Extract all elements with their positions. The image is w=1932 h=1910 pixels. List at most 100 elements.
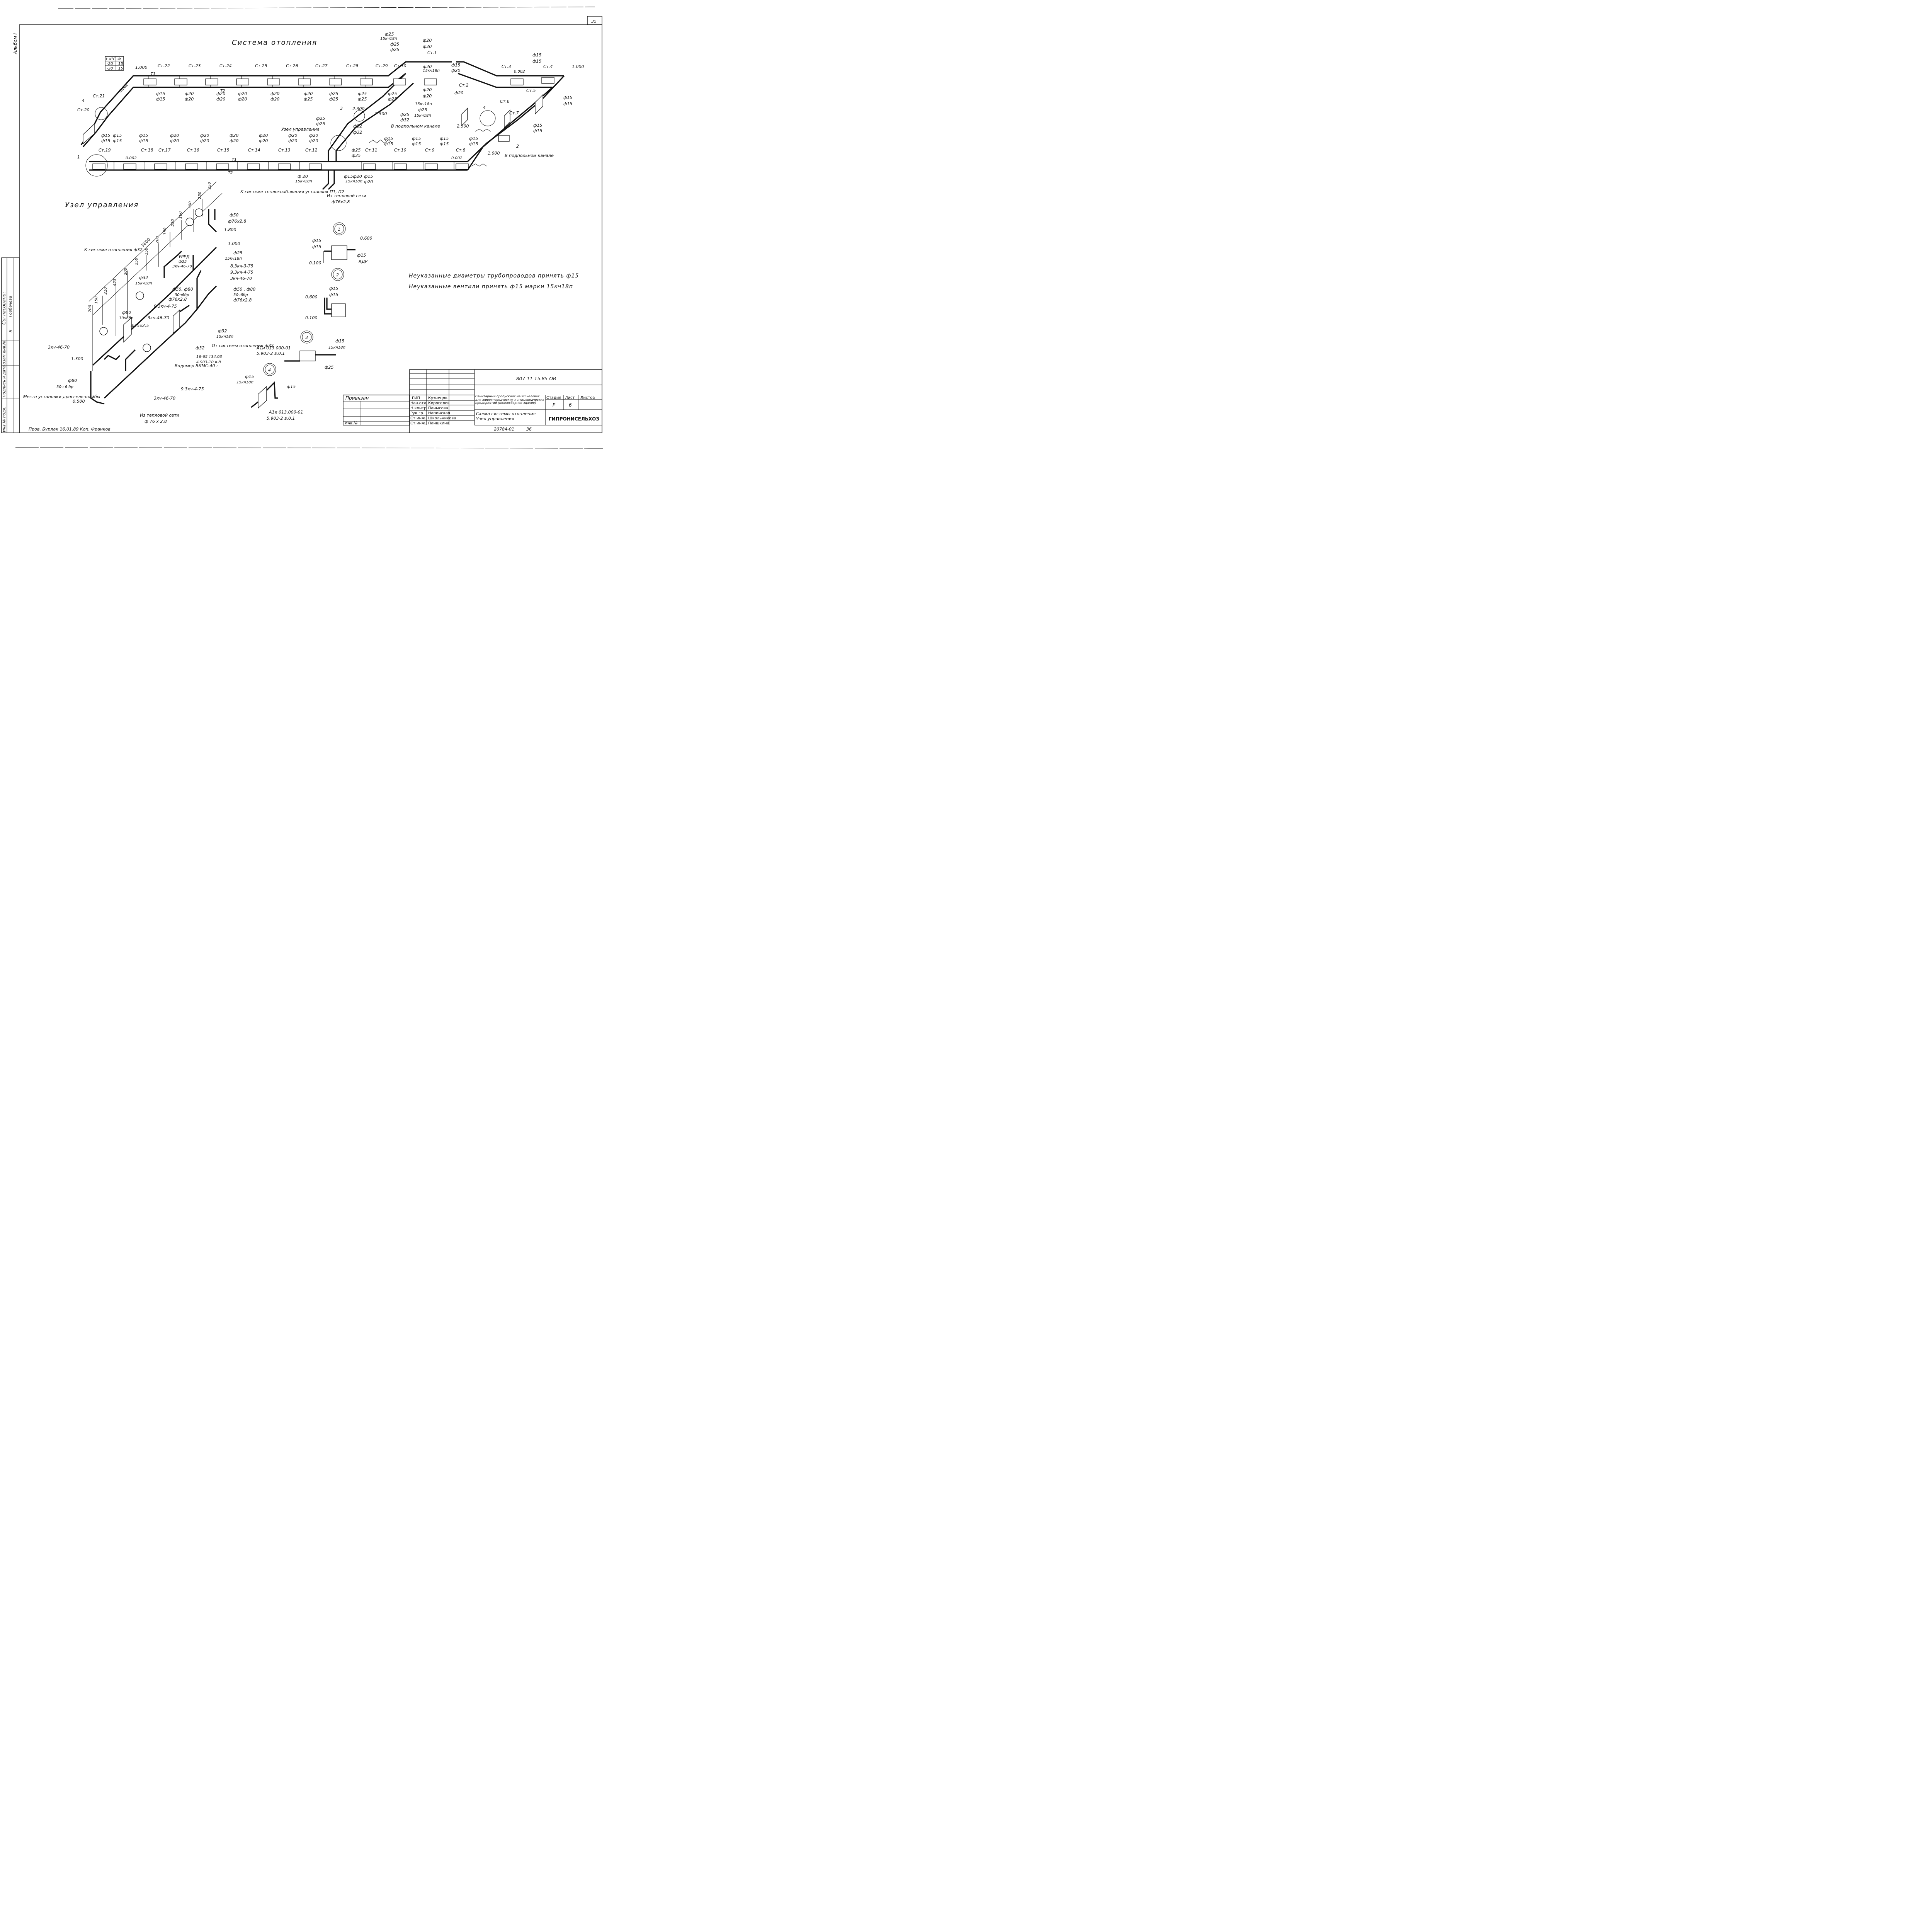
title-control-unit: Узел управления bbox=[65, 201, 139, 209]
detail-1-d1: ф15 bbox=[312, 238, 321, 243]
callout-4b: 4 bbox=[483, 105, 486, 110]
v-top-17: ф15 bbox=[532, 53, 541, 58]
dim-7: 200 bbox=[155, 236, 160, 243]
v-top-8: ф20 bbox=[423, 64, 432, 69]
from-network: Из тепловой сети bbox=[327, 193, 366, 198]
d-bot-4a: ф20 bbox=[170, 133, 179, 138]
d-r-4b: ф15 bbox=[469, 141, 478, 146]
control-unit-labels: К системе теплоснаб-жения установок П1, … bbox=[23, 182, 344, 424]
riser-st16: Ст.16 bbox=[187, 148, 199, 153]
riser-st10: Ст.10 bbox=[394, 148, 406, 153]
tb-sheets-head: Листов bbox=[580, 396, 595, 400]
u-lbl-20: 30ч6бр bbox=[119, 316, 134, 320]
tb-name-6: Паншкина bbox=[428, 421, 449, 426]
slope-1: 0.002 bbox=[118, 83, 129, 94]
d-mid-6: ф25 bbox=[352, 153, 361, 158]
detail-1-elev-top: 0.600 bbox=[360, 236, 372, 241]
d-top-7a: ф25 bbox=[329, 91, 338, 96]
mark-t2: Т2 bbox=[220, 89, 225, 93]
d-r-1b: ф15 bbox=[384, 141, 393, 146]
d-bot-9a: ф20 bbox=[309, 133, 318, 138]
d-bot-5a: ф20 bbox=[200, 133, 209, 138]
detail-1-d2: ф15 bbox=[312, 244, 321, 249]
d-top-5b: ф20 bbox=[270, 97, 279, 102]
u-lbl-32: 30ч 6 бр bbox=[56, 385, 73, 389]
outer-frame bbox=[19, 24, 602, 433]
tb-privyazan: Привязан bbox=[345, 395, 369, 401]
signature-line: Пров. Бурлак 16.01.89 Коп. Франков bbox=[29, 427, 111, 432]
dim-11: 423 bbox=[113, 279, 117, 286]
tb-stage-head: Стадия bbox=[546, 396, 561, 400]
callout-circle-4a bbox=[95, 107, 108, 120]
heating-labels: Ст.22 Ст.23 Ст.24 Ст.25 Ст.26 Ст.27 Ст.2… bbox=[77, 32, 584, 204]
elev-2300: 2.300 bbox=[352, 106, 365, 111]
unit-label-heating: Узел управления bbox=[281, 127, 320, 132]
u-lbl-18: 9.3кч-4-75 bbox=[154, 304, 177, 309]
d-bot-9b: ф20 bbox=[309, 138, 318, 143]
control-unit-pipes bbox=[88, 181, 223, 405]
v-top-6: ф20 bbox=[423, 44, 432, 49]
v-bot-3: ф15ф20 bbox=[344, 174, 362, 179]
u-lbl-30: Водомер ВКМС-40 г bbox=[175, 363, 219, 368]
d-top-6a: ф20 bbox=[304, 91, 313, 96]
v-top-15: ф20 bbox=[451, 68, 460, 73]
detail-4-d1: ф15 bbox=[245, 374, 254, 379]
riser-st29: Ст.29 bbox=[376, 63, 388, 68]
tb-role-3: Н.контр. bbox=[410, 406, 428, 410]
v-top-9: ф20 bbox=[423, 87, 432, 92]
v-bot-5: ф15 bbox=[364, 174, 373, 179]
riser-st4: Ст.4 bbox=[543, 64, 553, 69]
u-lbl-8: 30ч6бр bbox=[233, 293, 248, 297]
tb-sheet-head: Лист bbox=[565, 396, 575, 400]
riser-st6: Ст.6 bbox=[500, 99, 510, 104]
d-top-4a: ф20 bbox=[238, 91, 247, 96]
callout-1: 1 bbox=[77, 155, 80, 160]
detail-3-d2: ф25 bbox=[325, 365, 333, 370]
dim-6: 150 bbox=[163, 228, 167, 235]
riser-st28: Ст.28 bbox=[346, 63, 359, 68]
tb-name-1: Кузнецов bbox=[428, 396, 447, 400]
u-lbl-33: Место установки дроссель-шайбы bbox=[23, 394, 100, 399]
temp-r1-t: -20 bbox=[107, 62, 113, 66]
d-r-2b: ф15 bbox=[412, 141, 421, 146]
dim-9: 250 bbox=[134, 258, 139, 265]
u-lbl-27: 16-65 т34.03 bbox=[196, 355, 222, 359]
d-bot-8b: ф20 bbox=[288, 138, 297, 143]
detail-1-num: 1 bbox=[338, 227, 340, 232]
title-heating-system: Система отопления bbox=[232, 39, 317, 47]
riser-st22: Ст.22 bbox=[158, 63, 170, 68]
riser-st23: Ст.23 bbox=[189, 63, 201, 68]
callout-circle-unit bbox=[330, 135, 347, 151]
v-top-2: 15кч18п bbox=[380, 37, 397, 41]
riser-st18: Ст.18 bbox=[141, 148, 153, 153]
temp-r2-t: -30 bbox=[107, 66, 113, 71]
u-lbl-28: 4.903-10 в.8 bbox=[196, 360, 221, 364]
mark-t1: Т1 bbox=[151, 72, 155, 76]
tb-role-4: Рук.гр. bbox=[410, 411, 424, 415]
u-lbl-35: 3кч-46-70 bbox=[154, 396, 175, 401]
mark-t1-b: Т1 bbox=[232, 158, 236, 162]
d-r-2a: ф15 bbox=[412, 136, 421, 141]
d-mid-4: ф32 bbox=[353, 130, 362, 135]
u-lbl-25: ф32 bbox=[196, 346, 204, 351]
u-lbl-12: 3кч-46-70 bbox=[172, 264, 192, 269]
d-top-5a: ф20 bbox=[270, 91, 279, 96]
to-supply-1: К системе теплоснаб-жения установок П1, … bbox=[240, 189, 344, 194]
u-lbl-elev1000: 1.000 bbox=[228, 241, 240, 246]
d-r-3a: ф15 bbox=[440, 136, 449, 141]
d-top-9a: ф25 bbox=[388, 91, 397, 96]
d-bot-3a: ф15 bbox=[139, 133, 148, 138]
tb-project: Санитарный пропускник на 90 человек для … bbox=[475, 395, 544, 405]
u-lbl-21: 3кч-46-70 bbox=[148, 315, 169, 320]
d-r-4a: ф15 bbox=[469, 136, 478, 141]
detail-2-elev-top: 0.600 bbox=[305, 295, 318, 300]
d-bot-1a: ф15 bbox=[101, 133, 110, 138]
u-lbl-26: От системы отопления ф32 bbox=[212, 343, 274, 348]
riser-st21: Ст.21 bbox=[93, 94, 105, 99]
tb-code: 807-11-15.85-ОВ bbox=[516, 376, 556, 381]
u-lbl-4: 8.3кч-3-75 bbox=[230, 264, 253, 269]
u-lbl-10: УРРД bbox=[179, 254, 190, 259]
u-lbl-elev1300: 1.300 bbox=[71, 356, 83, 361]
elev-1000-b: 1.000 bbox=[488, 151, 500, 156]
u-lbl-16: 30ч6бр bbox=[175, 293, 189, 297]
